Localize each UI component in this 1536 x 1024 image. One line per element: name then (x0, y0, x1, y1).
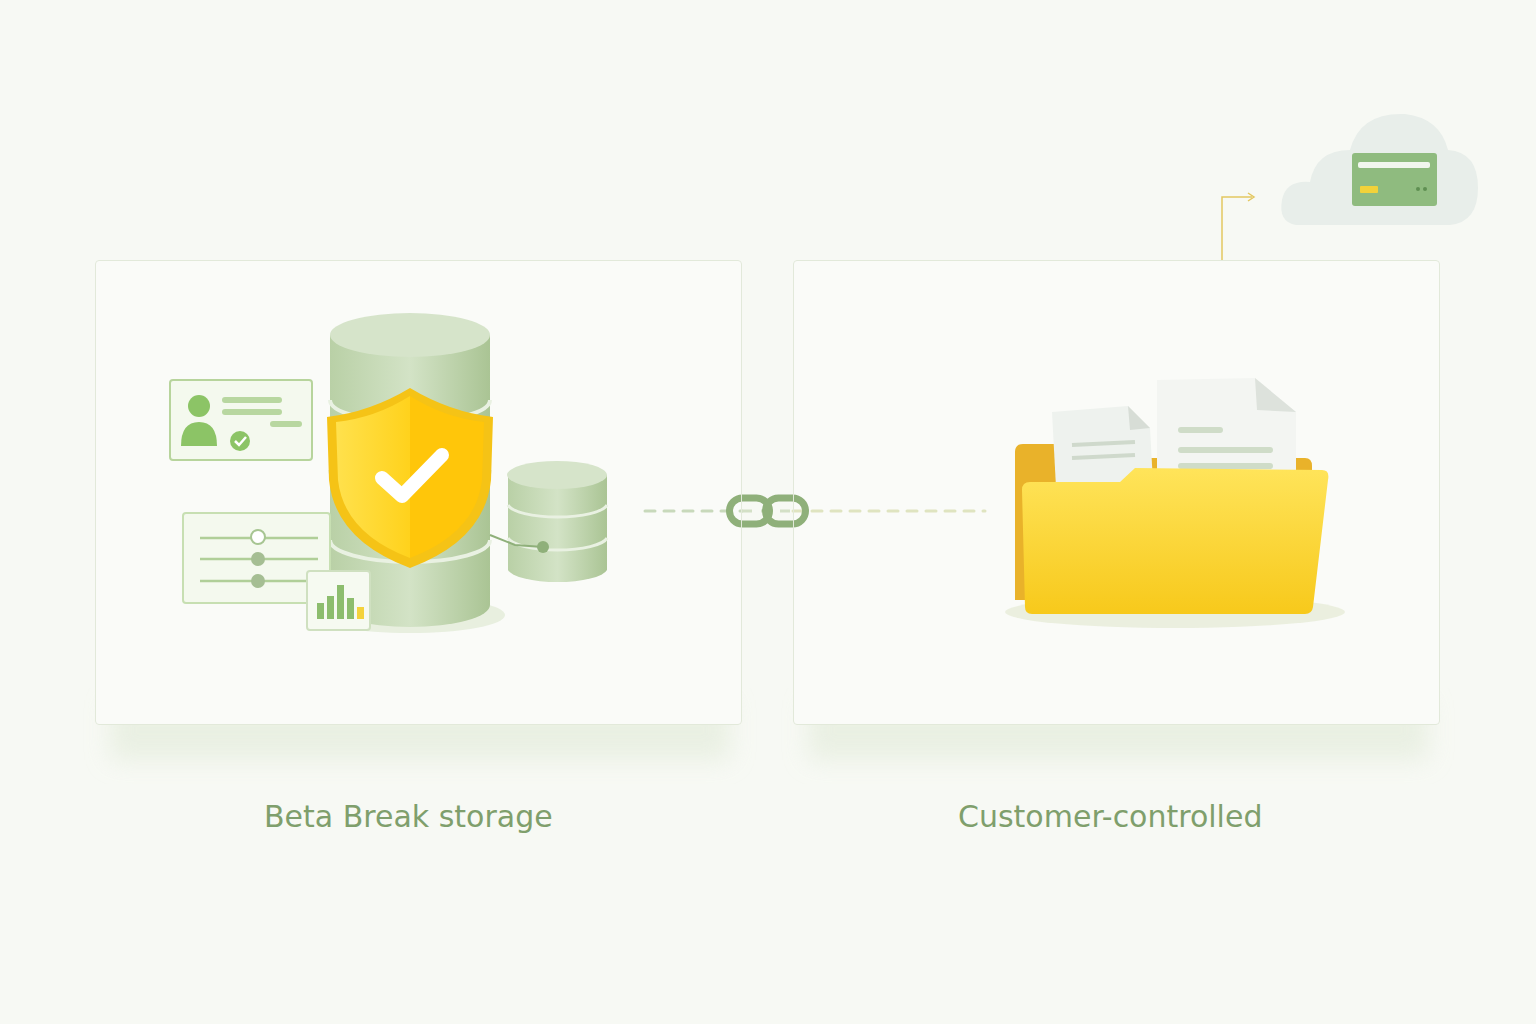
panel-ground (95, 260, 742, 725)
panel-box (793, 260, 1440, 725)
shield-icon (327, 388, 493, 568)
profile-card (170, 380, 312, 460)
folder-icon (1005, 378, 1345, 628)
panel-label: Beta Break storage (264, 799, 553, 834)
chart-card (307, 571, 370, 630)
cloud-icon (1222, 114, 1478, 260)
panel-ground (793, 260, 1440, 725)
dashed-line (793, 510, 985, 513)
database-icon (315, 313, 505, 633)
panel-label: Customer-controlled (958, 799, 1262, 834)
panel-box (95, 260, 742, 725)
chain-link-icon (730, 498, 806, 524)
database-icon (490, 461, 607, 582)
